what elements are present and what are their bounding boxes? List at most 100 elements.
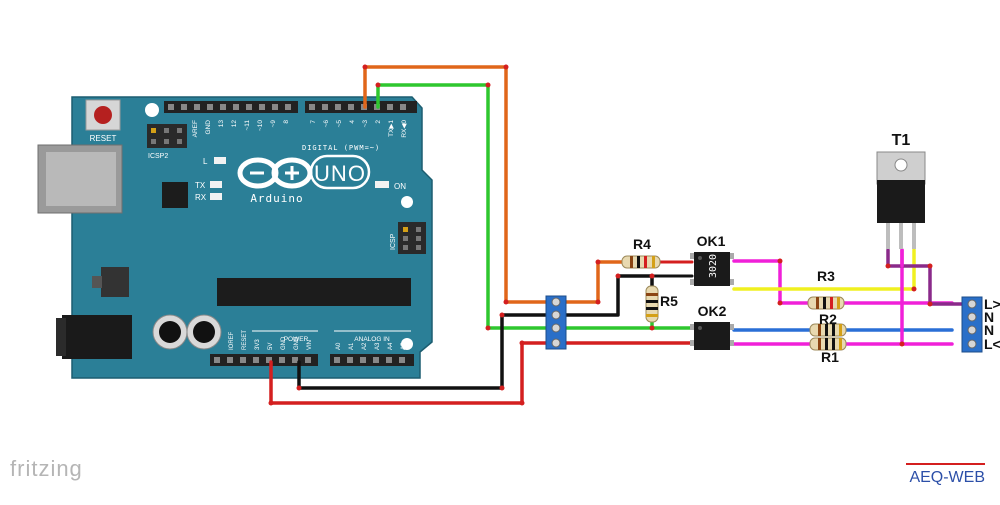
led-l-label: L [203, 157, 208, 166]
digital-pin-label: AREF [192, 120, 199, 137]
power-pin-label: GND [294, 336, 300, 350]
fritzing-logo: fritzing [10, 456, 83, 481]
header-pin [373, 357, 379, 363]
led-l [214, 157, 226, 164]
header-pin [387, 104, 393, 110]
led-on-label: ON [394, 182, 406, 191]
digital-pin-label: ~9 [270, 120, 277, 128]
terminal-label-n2: N [984, 322, 994, 338]
icsp2-header [147, 124, 187, 148]
reset-label: RESET [90, 134, 117, 143]
header-pin [360, 357, 366, 363]
header-pin [220, 104, 226, 110]
wire-magenta-ok1 [732, 259, 810, 305]
header-pin [292, 357, 298, 363]
header-pin [207, 104, 213, 110]
resistor-r5 [645, 285, 659, 323]
digital-pin-label: TX▶1 [388, 120, 395, 137]
digital-pin-label: 7 [310, 120, 317, 124]
digital-pin-label: 12 [231, 120, 238, 128]
icsp2-label: ICSP2 [148, 153, 168, 160]
header-pin [309, 104, 315, 110]
optocoupler-ok2 [690, 322, 734, 350]
screw-terminal-mains [961, 296, 983, 353]
power-pin-label: VIN [307, 340, 313, 350]
analog-pin-label: A4 [388, 342, 394, 350]
digital-pin-label: ~3 [362, 120, 369, 128]
icsp-header [398, 222, 426, 254]
header-pin [181, 104, 187, 110]
wire-black-gnd-out [560, 274, 654, 317]
power-label: POWER [284, 336, 309, 343]
analog-pin-label: A5 [401, 342, 407, 350]
resistor-r2 [809, 323, 847, 337]
power-pin-label: RESET [242, 330, 248, 350]
header-pin [240, 357, 246, 363]
header-pin [266, 357, 272, 363]
digital-pin-label: ~11 [244, 120, 251, 131]
r3-label: R3 [817, 268, 835, 284]
uno-label: UNO [314, 161, 366, 186]
wires [268, 64, 968, 406]
power-header [210, 354, 318, 366]
power-jack-edge [56, 318, 66, 356]
analog-pin-label: A3 [375, 342, 381, 350]
wire-purple-t1 [886, 248, 968, 306]
arduino-logo [237, 154, 371, 190]
digital-pin-label: ~6 [323, 120, 330, 128]
reset-button-cap[interactable] [94, 106, 112, 124]
led-rx-label: RX [195, 193, 207, 202]
digital-pin-label: ~5 [336, 120, 343, 128]
mount-hole [145, 103, 159, 117]
analog-label: ANALOG IN [354, 336, 390, 343]
led-tx-label: TX [195, 181, 206, 190]
resistor-r4 [621, 255, 661, 269]
terminal-label-l-out: L< [984, 336, 1000, 352]
terminal-label-l-in: L> [984, 296, 1000, 312]
header-pin [272, 104, 278, 110]
mount-hole [401, 338, 413, 350]
resistor-r3 [807, 296, 845, 310]
wire-joints [268, 64, 933, 406]
header-pin [400, 104, 406, 110]
screw-terminal-arduino [545, 295, 567, 350]
led-tx [210, 181, 222, 188]
header-pin [285, 104, 291, 110]
header-pin [399, 357, 405, 363]
header-pin [335, 104, 341, 110]
power-pin-label: GND [281, 336, 287, 350]
power-pin-label: 3V3 [255, 339, 261, 350]
r2-label: R2 [819, 311, 837, 327]
analog-pin-label: A0 [336, 342, 342, 350]
ok1-chip-text: 3020 [708, 254, 719, 278]
header-pin [279, 357, 285, 363]
t1-label: T1 [892, 132, 911, 149]
header-pin [347, 357, 353, 363]
optocoupler-ok1 [690, 252, 734, 286]
led-rx [210, 193, 222, 200]
digital-label: DIGITAL (PWM=~) [302, 144, 380, 152]
header-pin [194, 104, 200, 110]
r5-label: R5 [660, 293, 678, 309]
voltage-regulator-tab [92, 276, 102, 288]
r4-label: R4 [633, 236, 651, 252]
header-pin [305, 357, 311, 363]
header-pin [168, 104, 174, 110]
triac-t1 [876, 151, 926, 249]
usb-inner [46, 152, 116, 206]
header-pin [214, 357, 220, 363]
wire-orange-r4 [560, 260, 624, 304]
header-pin [253, 357, 259, 363]
usb-chip [162, 182, 188, 208]
header-pin [259, 104, 265, 110]
digital-pin-label: 13 [218, 120, 225, 128]
voltage-regulator [101, 267, 129, 297]
atmega-chip [217, 278, 411, 306]
ok2-label: OK2 [698, 303, 727, 319]
header-pin [322, 104, 328, 110]
analog-pin-label: A2 [362, 342, 368, 350]
bottom-pin-holes [214, 357, 405, 363]
